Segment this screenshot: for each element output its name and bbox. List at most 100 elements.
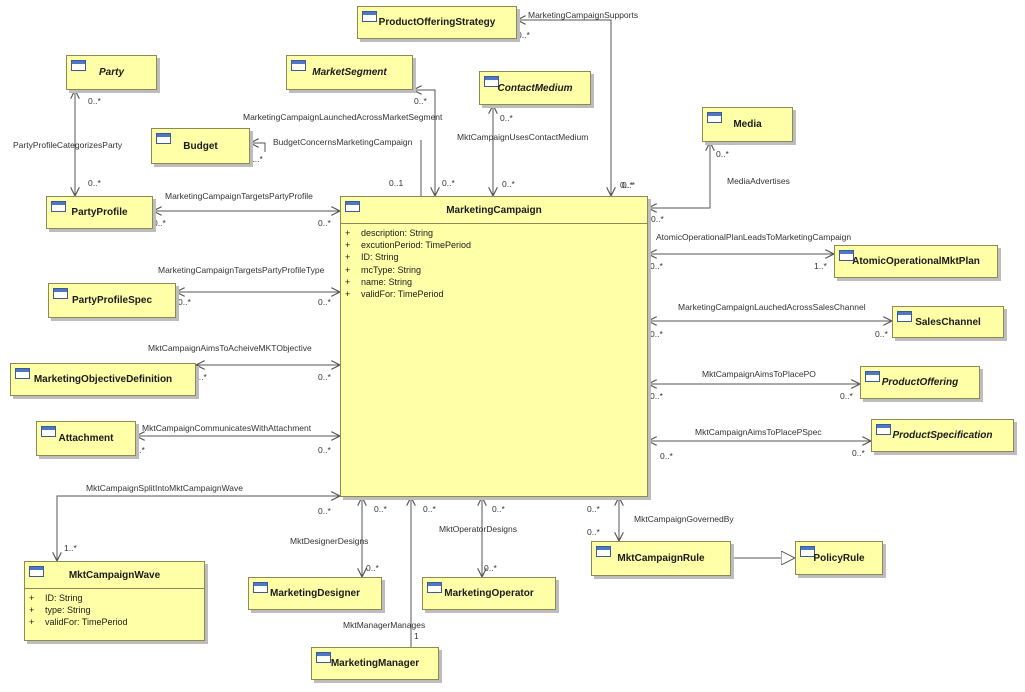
class-name: PartyProfile [71, 207, 128, 218]
multiplicity: 0..* [484, 563, 497, 573]
assoc-label: MktOperatorDesigns [439, 524, 517, 534]
assoc-place-pspec: MktCampaignAimsToPlacePSpec 0..* 0..* [648, 427, 871, 461]
assoc-aims-objective: MktCampaignAimsToAcheiveMKTObjective 0..… [148, 343, 340, 382]
attribute: +name: String [345, 276, 413, 287]
multiplicity: 0..* [178, 297, 191, 307]
assoc-label: MarketingCampaignTargetsPartyProfile [165, 191, 313, 201]
assoc-label: MarketingCampaignLaunchedAcrossMarketSeg… [243, 112, 443, 122]
class-name: MarketingOperator [444, 588, 534, 599]
multiplicity: 0..* [492, 504, 505, 514]
assoc-uses-contact-medium: MktCampaignUsesContactMedium 0..* 0..* [457, 105, 588, 196]
assoc-label: MarketingCampaignSupports [528, 10, 638, 20]
class-mkt-campaign-wave[interactable]: MktCampaignWave +ID: String +type: Strin… [24, 561, 205, 641]
assoc-split-wave: MktCampaignSplitIntoMktCampaignWave 0..*… [57, 483, 340, 561]
assoc-label: MktDesignerDesigns [290, 536, 368, 546]
multiplicity: 0..* [366, 563, 379, 573]
multiplicity: 0..* [500, 113, 513, 123]
class-marketing-manager[interactable]: MarketingManager [311, 647, 439, 680]
multiplicity: 0..* [502, 179, 515, 189]
assoc-place-po: MktCampaignAimsToPlacePO 0..* 0..* [648, 369, 860, 401]
multiplicity: 0..* [587, 504, 600, 514]
multiplicity: 0..* [650, 391, 663, 401]
class-marketing-campaign[interactable]: MarketingCampaign +description: String +… [340, 196, 648, 497]
class-name: MarketingCampaign [341, 197, 647, 224]
class-attachment[interactable]: Attachment [36, 421, 136, 456]
multiplicity: 1..* [250, 154, 263, 164]
attribute: +ID: String [345, 252, 399, 263]
multiplicity: 0..* [650, 329, 663, 339]
class-product-offering-strategy[interactable]: ProductOfferingStrategy [357, 6, 517, 39]
class-name: ProductOfferingStrategy [378, 17, 496, 28]
class-icon [29, 566, 44, 577]
attribute: +validFor: TimePeriod [345, 289, 444, 300]
assoc-launched-market-segment: MarketingCampaignLaunchedAcrossMarketSeg… [243, 90, 455, 196]
class-icon [15, 368, 30, 379]
assoc-targets-party-profile: MarketingCampaignTargetsPartyProfile 0..… [153, 191, 340, 228]
assoc-label: MarketingCampaignTargetsPartyProfileType [158, 265, 325, 275]
class-policy-rule[interactable]: PolicyRule [795, 541, 883, 575]
attribute: +type: String [29, 605, 91, 616]
class-icon [839, 250, 854, 261]
multiplicity: 0..* [442, 178, 455, 188]
class-icon [362, 11, 377, 22]
multiplicity: 0..* [318, 372, 331, 382]
class-icon [253, 582, 268, 593]
class-icon [427, 582, 442, 593]
class-icon [897, 311, 912, 322]
class-icon [51, 201, 66, 212]
multiplicity: 0..* [194, 372, 207, 382]
class-icon [41, 426, 56, 437]
attribute: +mcType: String [345, 264, 422, 275]
multiplicity: 0..* [660, 451, 673, 461]
class-name: Attachment [58, 433, 114, 444]
class-party-profile[interactable]: PartyProfile [46, 196, 153, 229]
multiplicity: 0..* [88, 96, 101, 106]
class-name: SalesChannel [915, 316, 981, 328]
class-marketing-operator[interactable]: MarketingOperator [422, 577, 556, 610]
multiplicity: 0..* [132, 445, 145, 455]
class-icon [291, 60, 306, 71]
class-marketing-objective-definition[interactable]: MarketingObjectiveDefinition [10, 363, 196, 396]
assoc-label: MktManagerManages [343, 620, 425, 630]
class-name: MarketingObjectiveDefinition [33, 374, 173, 385]
class-icon [865, 371, 880, 382]
assoc-label: MktCampaignGovernedBy [634, 514, 734, 524]
class-party-profile-spec[interactable]: PartyProfileSpec [48, 283, 176, 318]
class-mkt-campaign-rule[interactable]: MktCampaignRule [591, 541, 731, 576]
multiplicity: 1 [414, 631, 419, 641]
class-marketing-designer[interactable]: MarketingDesigner [248, 577, 382, 610]
assoc-governed-by: MktCampaignGovernedBy 0..* 0..* [587, 497, 734, 541]
class-product-specification[interactable]: ProductSpecification [871, 419, 1014, 452]
assoc-label: MktCampaignAimsToPlacePSpec [695, 427, 822, 437]
assoc-label: MktCampaignUsesContactMedium [457, 132, 588, 142]
class-media[interactable]: Media [702, 107, 793, 142]
attribute: +ID: String [29, 593, 83, 603]
assoc-designer-designs: MktDesignerDesigns 0..* 0..* [290, 497, 387, 577]
multiplicity: 1..* [64, 543, 77, 553]
class-icon [316, 652, 331, 663]
class-budget[interactable]: Budget [151, 128, 250, 164]
assoc-label: BudgetConcernsMarketingCampaign [273, 137, 413, 147]
assoc-atomic-plan: AtomicOperationalPlanLeadsToMarketingCam… [648, 232, 851, 271]
multiplicity: 0..* [651, 214, 664, 224]
multiplicity: 0..* [423, 504, 436, 514]
class-party[interactable]: Party [66, 55, 157, 90]
class-name: PartyProfileSpec [71, 295, 153, 306]
class-name: PolicyRule [813, 552, 865, 564]
assoc-label: MktCampaignAimsToAcheiveMKTObjective [148, 343, 312, 353]
attribute: +description: String [345, 228, 434, 238]
class-product-offering[interactable]: ProductOffering [860, 366, 980, 399]
class-market-segment[interactable]: MarketSegment [286, 55, 413, 90]
multiplicity: 0..* [318, 218, 331, 228]
class-name: MarketingDesigner [269, 588, 361, 599]
multiplicity: 1..* [814, 261, 827, 271]
class-icon [484, 76, 499, 87]
class-contact-medium[interactable]: ContactMedium [479, 71, 591, 105]
class-atomic-operational-mkt-plan[interactable]: AtomicOperationalMktPlan [834, 245, 998, 278]
class-sales-channel[interactable]: SalesChannel [892, 306, 1004, 338]
multiplicity: 0..* [517, 30, 530, 40]
class-name: MktCampaignWave [25, 562, 204, 589]
class-name: AtomicOperationalMktPlan [852, 256, 980, 267]
assoc-label: PartyProfileCategorizesParty [13, 140, 123, 150]
